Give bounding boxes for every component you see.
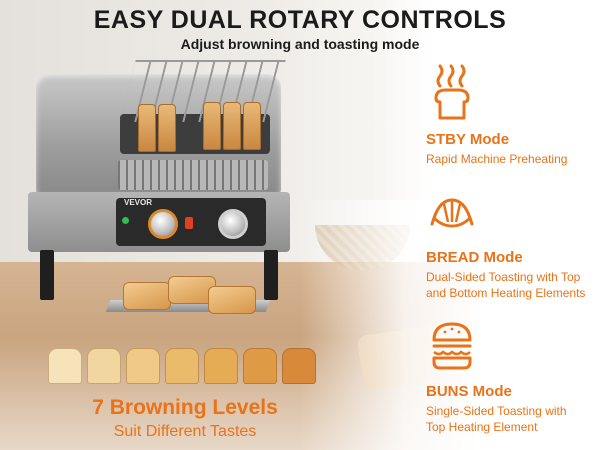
finished-toast: [208, 286, 256, 314]
stby-mode-description: Rapid Machine Preheating: [426, 152, 568, 166]
toast-slice-in-rack: [158, 104, 176, 152]
brand-logo: VEVOR: [124, 198, 153, 207]
browning-level-1-slice: [48, 348, 82, 384]
power-indicator-light: [122, 217, 129, 224]
browning-level-6-slice: [243, 348, 277, 384]
mode-control-knob: [218, 209, 248, 239]
banner-subtitle: Adjust browning and toasting mode: [180, 36, 420, 52]
browning-level-4-slice: [165, 348, 199, 384]
bread-mode-title: BREAD Mode: [426, 249, 523, 266]
browning-level-2-slice: [87, 348, 121, 384]
buns-mode-title: BUNS Mode: [426, 383, 512, 400]
stby-mode-feature: STBY Mode Rapid Machine Preheating: [426, 131, 596, 167]
toast-slice-in-rack: [203, 102, 221, 150]
croissant-icon: [430, 198, 474, 228]
conveyor-toaster-image: VEVOR: [28, 60, 290, 314]
toast-slice-in-rack: [223, 102, 241, 150]
toast-slice-in-rack: [138, 104, 156, 152]
buns-mode-feature: BUNS Mode Single-Sided Toasting with Top…: [426, 383, 596, 435]
browning-levels-title: 7 Browning Levels: [92, 396, 278, 419]
banner-title: EASY DUAL ROTARY CONTROLS: [93, 6, 507, 34]
toaster-vents: [118, 160, 268, 190]
finished-toast: [123, 282, 171, 310]
buns-mode-description: Single-Sided Toasting with Top Heating E…: [426, 404, 567, 434]
browning-levels-subtitle: Suit Different Tastes: [113, 423, 257, 440]
bread-mode-feature: BREAD Mode Dual-Sided Toasting with Top …: [426, 249, 596, 301]
browning-level-swatches: [48, 348, 318, 388]
toast-slice-in-rack: [243, 102, 261, 150]
toaster-leg: [40, 250, 54, 300]
browning-level-5-slice: [204, 348, 238, 384]
burger-icon: [432, 322, 472, 370]
bread-mode-description: Dual-Sided Toasting with Top and Bottom …: [426, 270, 586, 300]
browning-level-3-slice: [126, 348, 160, 384]
toaster-steam-icon: [434, 64, 470, 120]
browning-level-7-slice: [282, 348, 316, 384]
stby-mode-title: STBY Mode: [426, 131, 510, 148]
toaster-leg: [264, 250, 278, 300]
browning-control-knob: [148, 209, 178, 239]
heating-indicator-light: [185, 217, 193, 229]
